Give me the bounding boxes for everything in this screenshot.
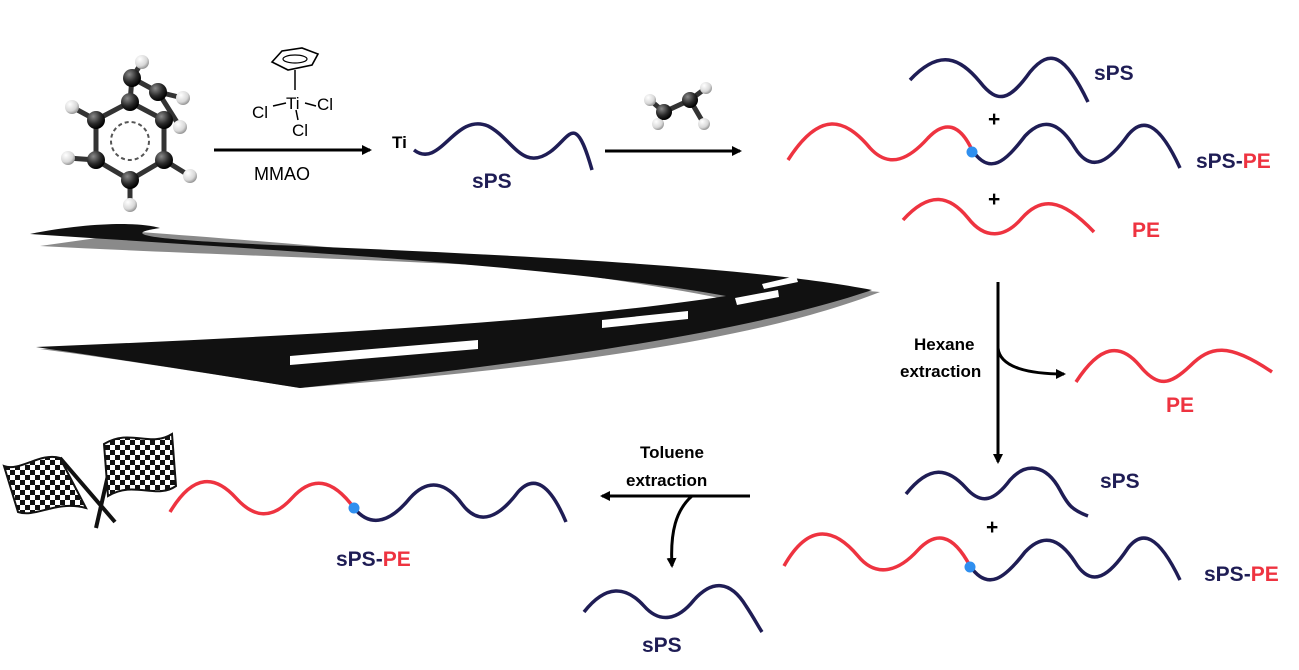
flag-cloth [2,455,88,515]
road-icon [30,224,880,388]
copolymer-sps-part: sPS- [1196,150,1243,173]
copolymer-pe-part: PE [1251,563,1279,586]
road-surface [30,224,872,388]
sps-block [968,536,1182,582]
copolymer-pe-part: PE [383,548,411,571]
sps-block [970,122,1182,169]
block-junction [964,561,976,573]
sps-label: sPS [472,170,512,193]
sps-chain [904,466,1089,518]
cocatalyst-label: MMAO [254,164,310,184]
pe-label: PE [1166,394,1194,417]
road-marking [762,276,798,289]
flag-cloth [102,432,178,498]
pe-label: PE [1132,219,1160,242]
copolymer-pe-part: PE [1243,150,1271,173]
styrene-molecule-icon [61,55,197,212]
extraction-branch-arrow [666,494,694,568]
pe-block [168,480,356,516]
checkered-flags-icon [2,432,178,529]
ethylene-molecule-icon [644,82,712,130]
plus-sign: + [986,516,998,539]
pe-block [782,532,972,572]
sps-chain [908,56,1090,103]
flag-pole [58,456,117,524]
road-marking [735,290,779,305]
road-marking [290,340,478,365]
toluene-label: Toluene [640,443,704,462]
chloride-label: Cl [292,121,308,140]
toluene-label-2: extraction [626,471,707,490]
sps-chain [582,583,764,633]
sps-label: sPS [1100,470,1140,493]
hexane-label: Hexane [914,335,974,354]
catalyst-structure: Cl Ti Cl Cl [252,47,333,140]
extraction-branch-arrow [996,347,1066,379]
ti-chain-end-label: Ti [392,133,407,152]
chloride-label: Cl [252,103,268,122]
copolymer-label: sPS-PE [1204,563,1279,586]
chloride-label: Cl [317,95,333,114]
sps-chain [412,122,594,171]
copolymer-sps-part: sPS- [1204,563,1251,586]
block-junction [966,146,978,158]
copolymer-label: sPS-PE [1196,150,1271,173]
sps-label: sPS [642,634,682,657]
plus-sign: + [988,188,1000,211]
sps-label: sPS [1094,62,1134,85]
plus-sign: + [988,108,1000,131]
copolymer-label: sPS-PE [336,548,411,571]
copolymer-sps-part: sPS- [336,548,383,571]
road-marking [602,311,688,328]
pe-chain [901,197,1096,236]
titanium-label: Ti [286,94,300,113]
block-junction [348,502,360,514]
cyclopentadienyl-ring [270,47,320,71]
hexane-label-2: extraction [900,362,981,381]
pe-chain [1074,348,1273,384]
sps-block [352,481,568,523]
pe-block [786,122,974,162]
